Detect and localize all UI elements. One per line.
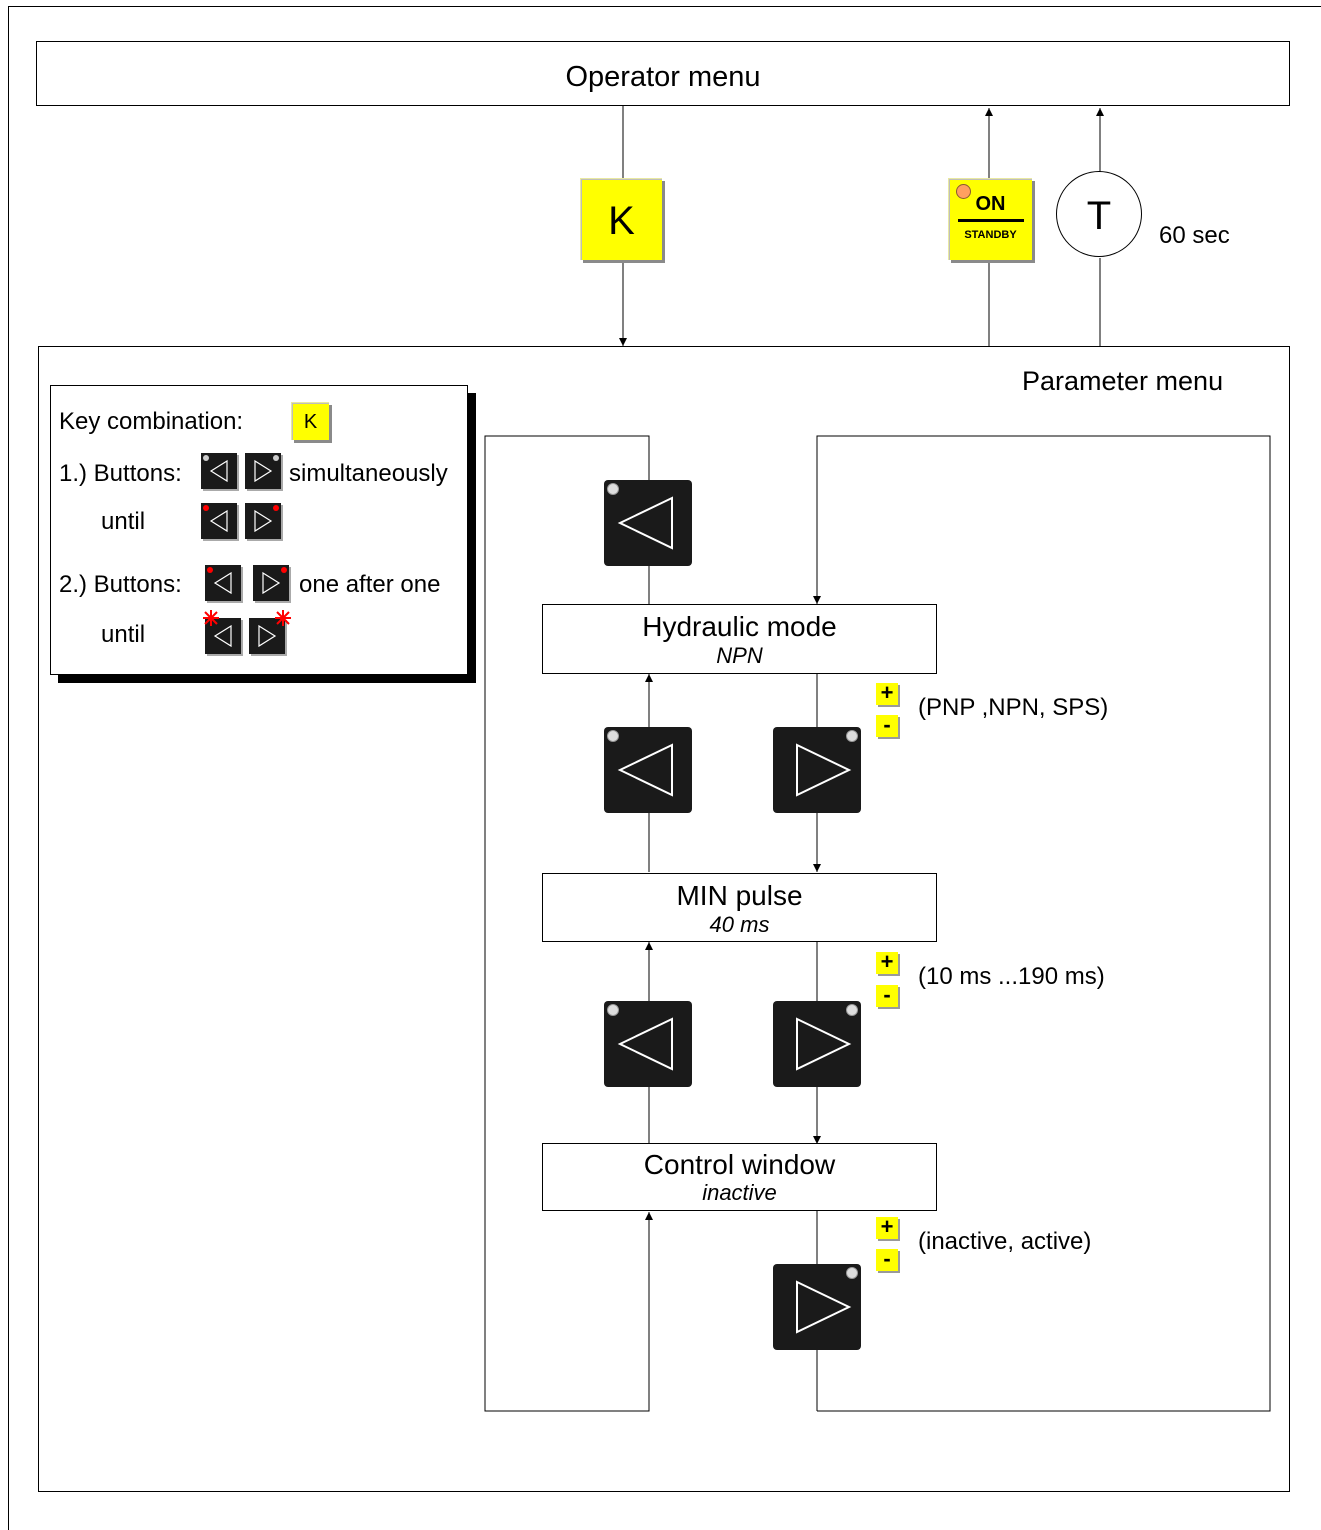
k-key[interactable]: K — [580, 178, 662, 260]
control-window-minus-key[interactable]: - — [876, 1248, 898, 1271]
grey-led-icon — [203, 455, 209, 461]
standby-label: STANDBY — [964, 229, 1017, 241]
grey-led-icon — [607, 730, 619, 742]
legend-step1-suffix: simultaneously — [289, 460, 448, 487]
red-led-icon — [281, 567, 287, 573]
operator-menu-title: Operator menu — [565, 61, 761, 93]
legend-k-label: K — [303, 411, 318, 433]
min-pulse-value: 40 ms — [709, 912, 770, 937]
grey-led-icon — [273, 455, 279, 461]
left-arrow-icon — [617, 1017, 673, 1071]
legend-until2: until — [101, 621, 146, 648]
right-arrow-icon — [258, 624, 277, 648]
red-led-icon — [207, 567, 213, 573]
left-arrow-icon — [617, 743, 673, 797]
hydraulic-minus-key[interactable]: - — [876, 714, 898, 737]
blinking-led-icons — [203, 610, 291, 626]
timer-circle: T — [1056, 171, 1142, 257]
hydraulic-left-button[interactable] — [604, 727, 692, 813]
red-led-icon — [203, 505, 209, 511]
min-pulse-name: MIN pulse — [676, 880, 803, 911]
outer-frame-top — [8, 6, 1321, 7]
hydraulic-plus-key[interactable]: + — [876, 682, 898, 705]
hydraulic-right-button[interactable] — [773, 727, 861, 813]
legend-until2-right-button — [249, 618, 285, 654]
grey-led-icon — [846, 1267, 858, 1279]
control-window-range: (inactive, active) — [918, 1228, 1092, 1255]
operator-menu-box: Operator menu — [36, 41, 1290, 106]
left-arrow-icon — [617, 496, 673, 550]
right-arrow-icon — [796, 1280, 852, 1334]
control-window-box: Control window inactive — [542, 1143, 937, 1211]
legend-step1-label: 1.) Buttons: — [59, 460, 182, 487]
control-window-name: Control window — [643, 1149, 836, 1180]
control-window-plus-key[interactable]: + — [876, 1216, 898, 1239]
on-standby-key[interactable]: ON STANDBY — [948, 178, 1032, 260]
legend-until1: until — [101, 508, 146, 535]
parameter-menu-frame — [38, 346, 1290, 1492]
legend-k-key: K — [291, 402, 329, 440]
hydraulic-mode-range: (PNP ,NPN, SPS) — [918, 694, 1109, 721]
legend-step2-left-button — [205, 565, 241, 601]
left-arrow-icon — [209, 509, 228, 533]
grey-led-icon — [846, 730, 858, 742]
timer-symbol: T — [1086, 194, 1112, 238]
min-pulse-minus-key[interactable]: - — [876, 984, 898, 1007]
on-label: ON — [975, 193, 1006, 215]
min-pulse-plus-key[interactable]: + — [876, 951, 898, 974]
on-standby-divider — [958, 219, 1024, 222]
hydraulic-mode-value: NPN — [716, 643, 763, 668]
k-key-label: K — [608, 199, 635, 243]
control-window-right-button[interactable] — [773, 1264, 861, 1350]
key-combination-legend: Key combination: K 1.) Buttons: simultan… — [50, 385, 468, 675]
min-pulse-left-button[interactable] — [604, 1001, 692, 1087]
control-window-value: inactive — [702, 1180, 777, 1205]
hydraulic-mode-box: Hydraulic mode NPN — [542, 604, 937, 674]
top-left-button[interactable] — [604, 480, 692, 566]
legend-until1-right-button — [245, 503, 281, 539]
legend-step2-label: 2.) Buttons: — [59, 571, 182, 598]
hydraulic-mode-name: Hydraulic mode — [642, 611, 837, 642]
min-pulse-right-button[interactable] — [773, 1001, 861, 1087]
legend-step2-right-button — [253, 565, 289, 601]
right-arrow-icon — [254, 509, 273, 533]
min-pulse-range: (10 ms ...190 ms) — [918, 963, 1105, 990]
timer-duration: 60 sec — [1159, 222, 1230, 249]
left-arrow-icon — [209, 459, 228, 483]
grey-led-icon — [607, 483, 619, 495]
right-arrow-icon — [796, 743, 852, 797]
legend-step1-right-button — [245, 453, 281, 489]
legend-step2-suffix: one after one — [299, 571, 441, 598]
red-led-icon — [273, 505, 279, 511]
right-arrow-icon — [796, 1017, 852, 1071]
legend-title: Key combination: — [59, 408, 244, 435]
outer-frame-left — [8, 6, 9, 1530]
legend-step1-left-button — [201, 453, 237, 489]
grey-led-icon — [607, 1004, 619, 1016]
legend-until1-left-button — [201, 503, 237, 539]
right-arrow-icon — [262, 571, 281, 595]
left-arrow-icon — [213, 571, 232, 595]
right-arrow-icon — [254, 459, 273, 483]
left-arrow-icon — [213, 624, 232, 648]
grey-led-icon — [846, 1004, 858, 1016]
min-pulse-box: MIN pulse 40 ms — [542, 873, 937, 942]
parameter-menu-title: Parameter menu — [1022, 366, 1224, 396]
on-led-icon — [956, 184, 971, 199]
